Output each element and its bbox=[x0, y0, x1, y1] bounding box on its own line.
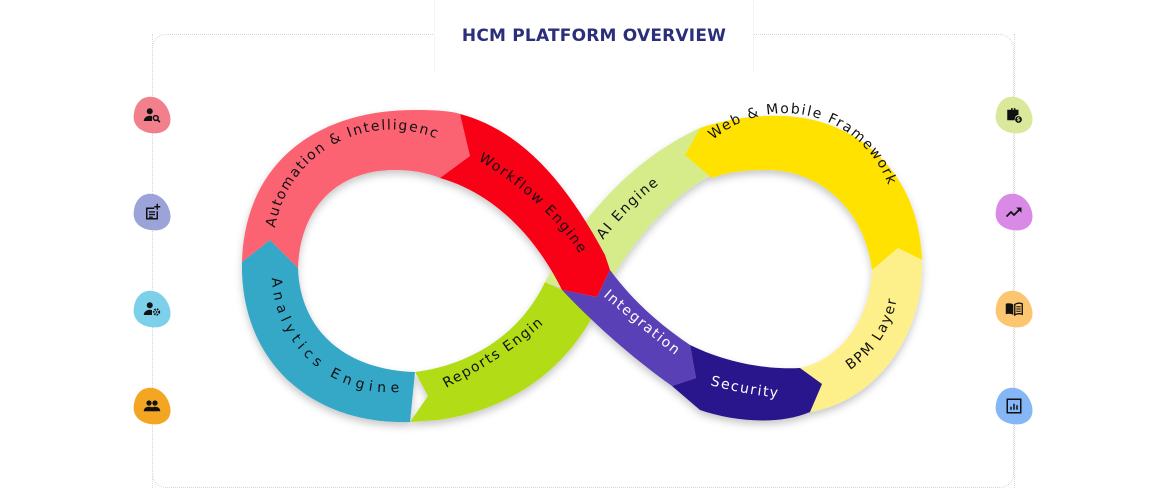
user-search-icon bbox=[132, 95, 172, 135]
segment-security bbox=[672, 345, 822, 421]
group-icon bbox=[132, 386, 172, 426]
segment-bpm-layer bbox=[800, 248, 923, 412]
trending-up-icon bbox=[994, 192, 1034, 232]
svg-text:$: $ bbox=[1017, 117, 1021, 123]
user-settings-icon bbox=[132, 289, 172, 329]
right-guide-line bbox=[1014, 34, 1015, 488]
title-box: HCM PLATFORM OVERVIEW bbox=[434, 0, 754, 72]
left-guide-line bbox=[152, 34, 153, 488]
segment-web-mobile-framework bbox=[685, 115, 922, 270]
briefcase-money-icon: $ bbox=[994, 95, 1034, 135]
note-add-icon bbox=[132, 192, 172, 232]
segment-analytics-engine bbox=[241, 240, 415, 423]
page-title: HCM PLATFORM OVERVIEW bbox=[461, 26, 727, 46]
segment-reports-engine bbox=[410, 282, 595, 422]
analytics-chart-icon bbox=[994, 386, 1034, 426]
segment-automation-intelligence bbox=[242, 109, 470, 268]
segment-workflow-engine bbox=[440, 114, 610, 297]
open-book-icon bbox=[994, 289, 1034, 329]
segment-integration bbox=[562, 270, 696, 386]
